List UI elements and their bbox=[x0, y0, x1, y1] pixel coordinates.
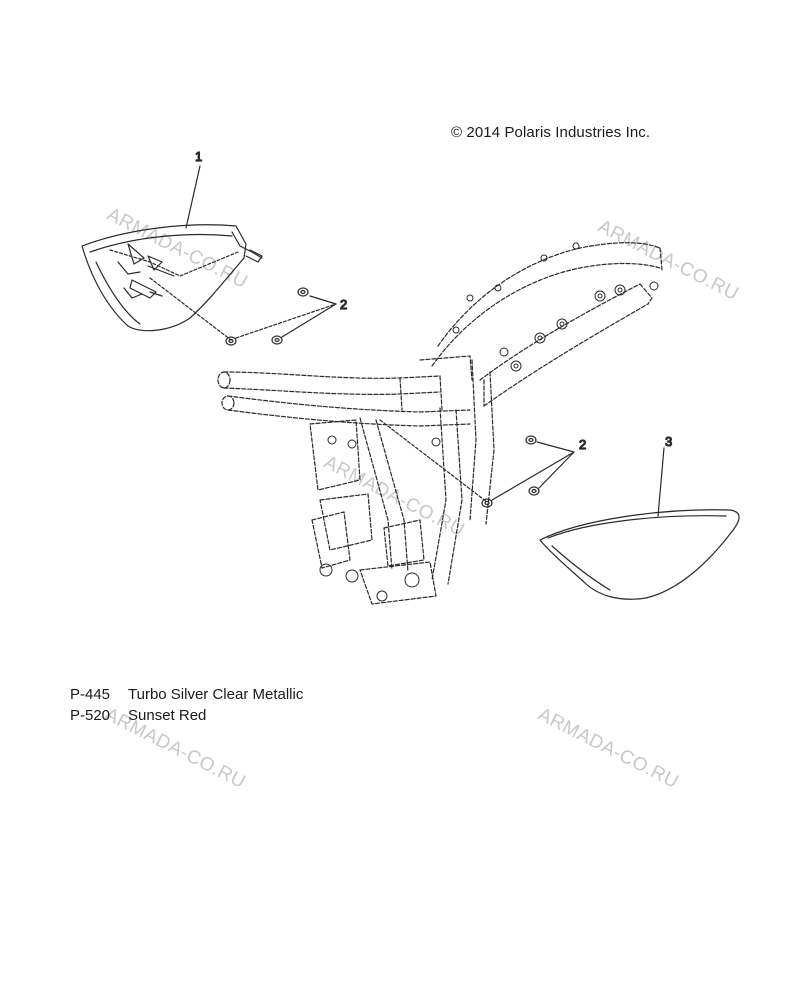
paint-code-row: P-445 Turbo Silver Clear Metallic bbox=[70, 684, 303, 705]
paint-code-row: P-520 Sunset Red bbox=[70, 705, 303, 726]
paint-code-list: P-445 Turbo Silver Clear Metallic P-520 Su… bbox=[70, 684, 303, 726]
side-panel-left-part-1 bbox=[81, 165, 263, 332]
paint-name: Sunset Red bbox=[128, 707, 207, 724]
frame-bolt-holes bbox=[319, 242, 659, 602]
callout-2-upper: 2 bbox=[340, 297, 347, 312]
callout-1: 1 bbox=[195, 149, 202, 164]
callout-2-lower: 2 bbox=[579, 437, 586, 452]
nut-group-upper bbox=[149, 277, 337, 346]
side-panel-right-part-3 bbox=[539, 447, 740, 600]
copyright-notice: © 2014 Polaris Industries Inc. bbox=[451, 124, 651, 141]
callout-3: 3 bbox=[665, 434, 672, 449]
nut-group-lower bbox=[379, 419, 575, 508]
vehicle-frame bbox=[217, 242, 663, 605]
paint-name: Turbo Silver Clear Metallic bbox=[128, 686, 304, 703]
paint-code: P-520 bbox=[70, 707, 111, 724]
paint-code: P-445 bbox=[70, 686, 111, 703]
